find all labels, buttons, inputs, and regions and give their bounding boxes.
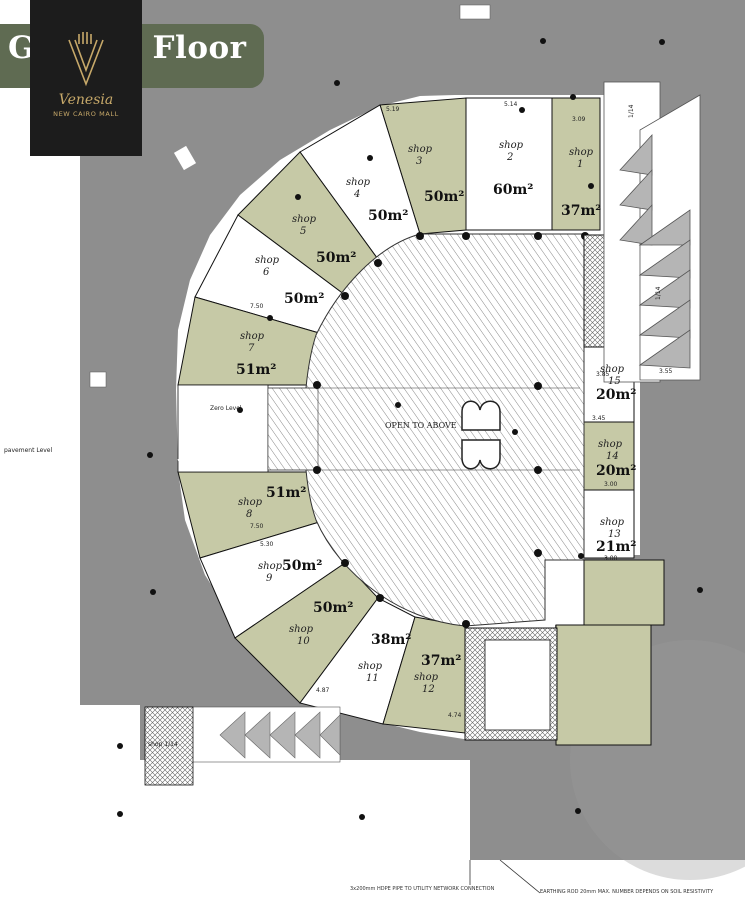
shop-9-area: 50m²	[282, 558, 322, 574]
site-ground-street	[140, 760, 470, 800]
survey-points	[117, 38, 703, 820]
shop-14-unit[interactable]	[583, 421, 635, 491]
shop-7-number: 7	[248, 343, 255, 354]
shop-14-label: shop	[598, 439, 623, 450]
west-entrance-corridor	[177, 384, 269, 473]
ramp-2-slope: 1/14	[655, 286, 662, 300]
shop-14-area: 20m²	[596, 463, 636, 479]
shop-1-label: shop	[569, 147, 594, 158]
brand-logo: Venesia NEW CAIRO MALL	[30, 0, 142, 156]
shop-11-area: 38m²	[371, 632, 411, 648]
shop-12-label: shop	[414, 672, 439, 683]
stair-core-south	[583, 559, 665, 626]
svg-text:5.14: 5.14	[504, 101, 518, 108]
shop-4-number: 4	[353, 189, 360, 200]
shop-3-number: 3	[416, 156, 422, 167]
shop-8-label: shop	[238, 497, 263, 508]
shop-13-number: 13	[608, 529, 621, 540]
logo-subtitle: NEW CAIRO MALL	[53, 110, 119, 118]
shop-11-number: 11	[366, 673, 379, 684]
shop-6-area: 50m²	[284, 291, 324, 307]
shop-2-unit[interactable]	[465, 97, 553, 231]
shop-5-label: shop	[292, 214, 317, 225]
shop-10-number: 10	[297, 636, 310, 647]
svg-text:3.09: 3.09	[572, 116, 586, 123]
shop-10-area: 50m²	[313, 600, 353, 616]
svg-text:3.45: 3.45	[592, 415, 606, 422]
shop-3-label: shop	[408, 144, 433, 155]
svg-text:3.85: 3.85	[596, 371, 610, 378]
shop-10-label: shop	[289, 624, 314, 635]
shop-15-area: 20m²	[596, 387, 636, 403]
parking-ramp-north	[603, 81, 701, 383]
shop-4-area: 50m²	[368, 208, 408, 224]
atrium-west-hall	[267, 387, 319, 471]
shop-3-area: 50m²	[424, 189, 464, 205]
pipe-note: 3x200mm HDPE PIPE TO UTILITY NETWORK CON…	[350, 886, 495, 892]
shop-14-number: 14	[606, 451, 619, 462]
shop-8-area: 51m²	[266, 485, 306, 501]
shop-13-unit[interactable]	[583, 489, 635, 559]
road-curve	[0, 705, 140, 760]
shop-2-area: 60m²	[493, 182, 533, 198]
shop-5-area: 50m²	[316, 250, 356, 266]
shop-4-label: shop	[346, 177, 371, 188]
shop-8-number: 8	[246, 509, 252, 520]
zero-level-label: Zero Level	[210, 405, 242, 412]
svg-text:5.30: 5.30	[260, 541, 274, 548]
central-feature	[461, 400, 501, 470]
svg-text:5.19: 5.19	[386, 106, 400, 113]
pavement-level-label: pavement Level	[4, 447, 52, 454]
atrium-floor	[303, 233, 585, 627]
shop-2-label: shop	[499, 140, 524, 151]
shop-9-number: 9	[266, 573, 273, 584]
svg-text:7.50: 7.50	[250, 523, 264, 530]
shop-13-label: shop	[600, 517, 625, 528]
svg-text:3.55: 3.55	[659, 368, 673, 375]
atrium-label: OPEN TO ABOVE	[385, 421, 457, 430]
svg-text:4.74: 4.74	[448, 712, 462, 719]
service-block	[555, 624, 652, 746]
shop-6-number: 6	[263, 267, 270, 278]
logo-v-icon	[68, 32, 104, 87]
shop-9-label: shop	[258, 561, 283, 572]
site-ground-left	[0, 150, 80, 705]
shop-11-label: shop	[358, 661, 383, 672]
svg-text:7.50: 7.50	[250, 303, 264, 310]
structural-columns	[313, 232, 589, 628]
shop-6-label: shop	[255, 255, 280, 266]
shop-12-area: 37m²	[421, 653, 461, 669]
earthing-note: EARTHING ROD 20mm MAX. NUMBER DEPENDS ON…	[540, 889, 714, 895]
site-ground	[80, 0, 605, 760]
shop-1-number: 1	[577, 159, 583, 170]
shop-15-label: shop	[600, 364, 625, 375]
shop-13-area: 21m²	[596, 539, 636, 555]
shop-1-area: 37m²	[561, 203, 601, 219]
site-ground-bottom	[470, 740, 555, 860]
shop-12-number: 12	[422, 684, 435, 695]
svg-text:3.00: 3.00	[604, 481, 618, 488]
shop-5-number: 5	[300, 226, 306, 237]
svg-text:3.00: 3.00	[604, 555, 618, 562]
shop-7-label: shop	[240, 331, 265, 342]
shop-2-number: 2	[506, 152, 513, 163]
shop-ramp-slope: shop 1/14	[148, 741, 178, 748]
ramp-1-slope: 1/14	[628, 104, 635, 118]
shop-15-number: 15	[608, 376, 621, 387]
shop-7-area: 51m²	[236, 362, 276, 378]
logo-name: Venesia	[58, 92, 114, 108]
parking-ramp-south	[144, 706, 341, 786]
svg-text:4.87: 4.87	[316, 687, 330, 694]
